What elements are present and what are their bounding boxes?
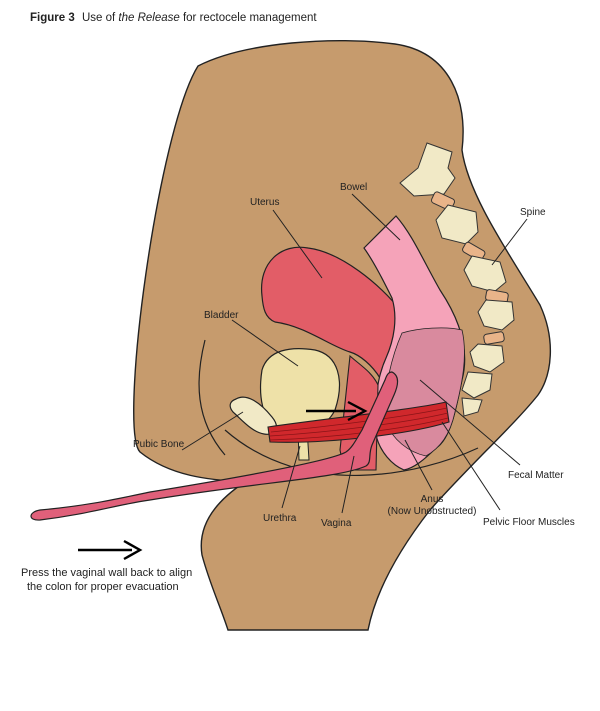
label-bowel: Bowel [340, 182, 367, 193]
instruction-line-1: Press the vaginal wall back to align [21, 567, 192, 579]
instruction-line-2: the colon for proper evacuation [27, 581, 179, 593]
label-pelvic-floor-muscles: Pelvic Floor Muscles [483, 517, 575, 528]
figure-caption: Figure 3 Use of the Release for rectocel… [30, 12, 317, 24]
caption-text-before: Use of [81, 12, 116, 24]
release-device [30, 371, 399, 521]
label-pubic-bone: Pubic Bone [133, 439, 185, 450]
perineum-contour [224, 429, 479, 477]
label-fecal-matter: Fecal Matter [508, 470, 564, 481]
label-anus: Anus [421, 494, 444, 505]
caption-emphasis: the Release [118, 12, 180, 24]
label-urethra: Urethra [263, 513, 297, 524]
label-spine: Spine [520, 207, 546, 218]
instruction-arrow-icon [78, 539, 143, 561]
arrow-right-icon [306, 400, 368, 422]
label-vagina: Vagina [321, 518, 352, 529]
pubic-bone [229, 396, 277, 435]
thigh-contour [198, 339, 226, 456]
label-bladder: Bladder [204, 310, 239, 321]
label-uterus: Uterus [250, 197, 279, 208]
figure-label: Figure 3 [30, 12, 75, 24]
spine [399, 142, 515, 417]
leader-lines [181, 193, 528, 514]
caption-text-after: for rectocele management [182, 12, 317, 24]
label-anus-note: (Now Unobstructed) [388, 506, 477, 517]
